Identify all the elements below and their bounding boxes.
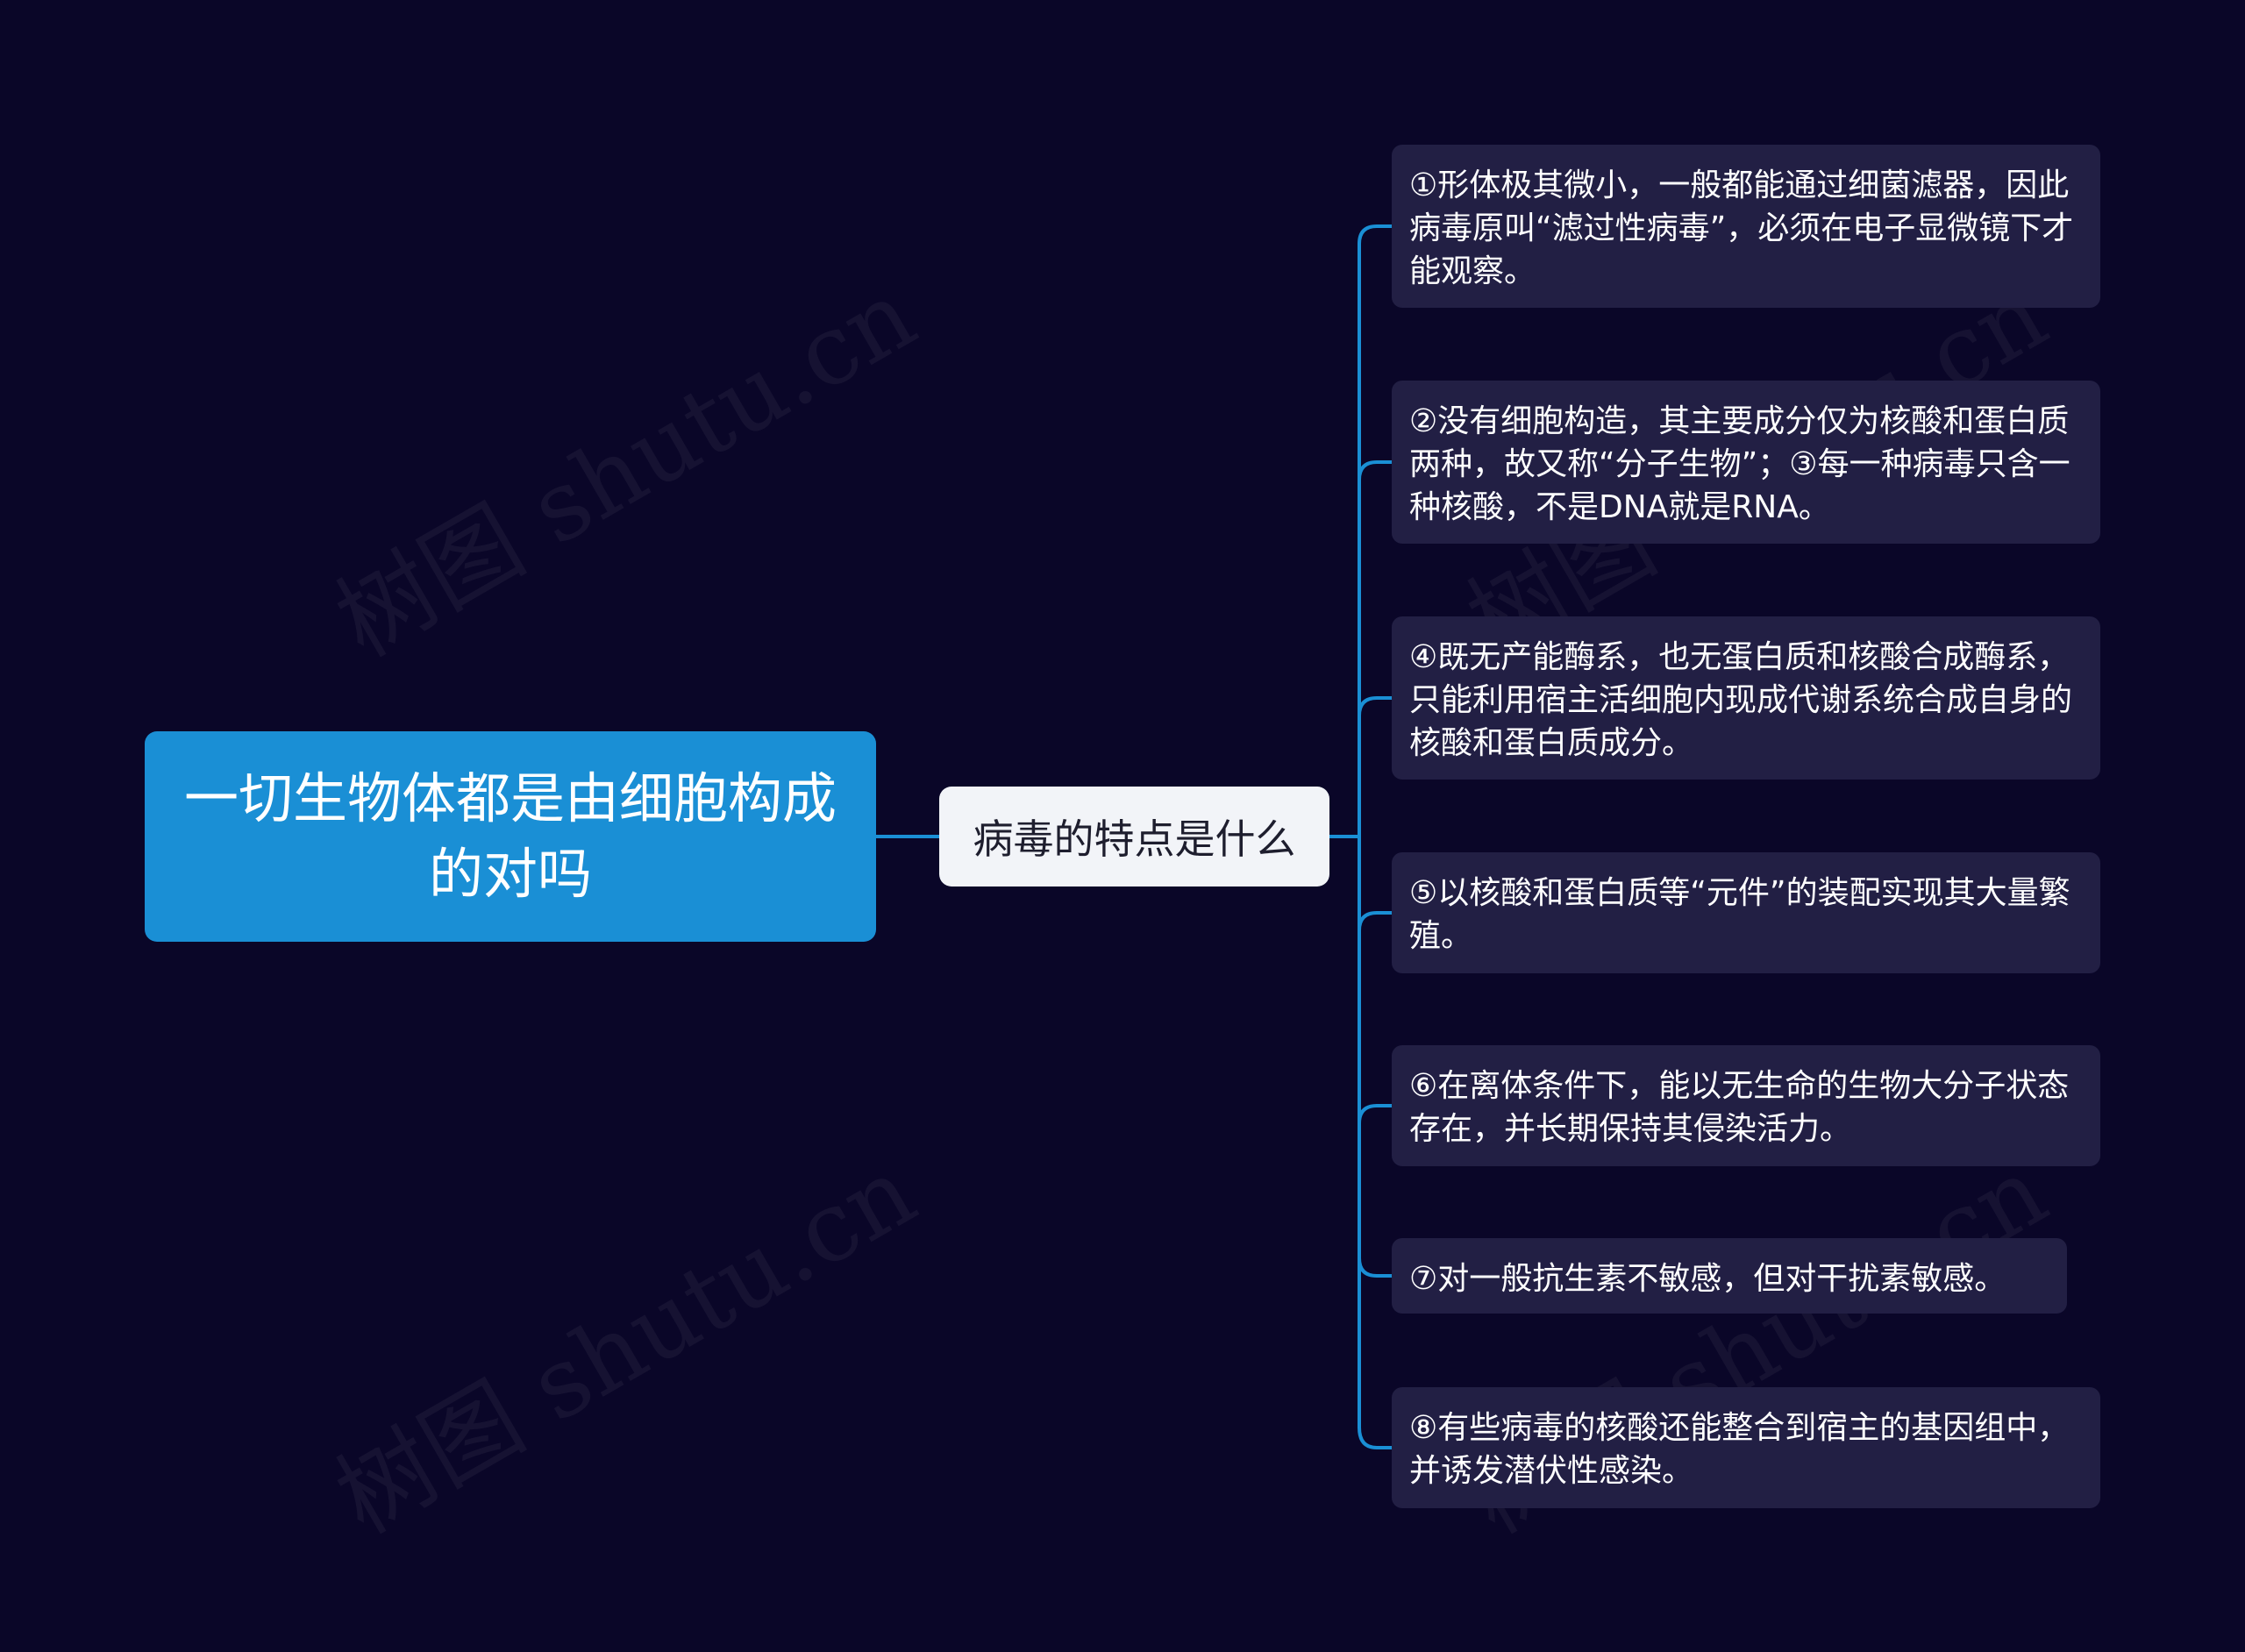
root-node-label: 一切生物体都是由细胞构成的对吗: [183, 766, 837, 906]
leaf-3-connector: [1358, 696, 1393, 717]
leaf-2-connector: [1358, 460, 1393, 481]
leaf-4-connector: [1358, 911, 1393, 932]
leaf-node-7[interactable]: ⑧有些病毒的核酸还能整合到宿主的基因组中，并诱发潜伏性感染。: [1392, 1387, 2100, 1508]
topic-node[interactable]: 病毒的特点是什么: [939, 787, 1329, 887]
leaf-node-label: ⑦对一般抗生素不敏感，但对干扰素敏感。: [1409, 1261, 2006, 1297]
leaf-node-2[interactable]: ②没有细胞构造，其主要成分仅为核酸和蛋白质两种，故又称“分子生物”；③每一种病毒…: [1392, 381, 2100, 544]
topic-node-label: 病毒的特点是什么: [973, 815, 1296, 863]
leaf-node-5[interactable]: ⑥在离体条件下，能以无生命的生物大分子状态存在，并长期保持其侵染活力。: [1392, 1045, 2100, 1166]
leaf-node-label: ①形体极其微小，一般都能通过细菌滤器，因此病毒原叫“滤过性病毒”，必须在电子显微…: [1409, 167, 2074, 289]
leaf-node-4[interactable]: ⑤以核酸和蛋白质等“元件”的装配实现其大量繁殖。: [1392, 852, 2100, 973]
leaf-5-connector: [1358, 1104, 1393, 1125]
root-node[interactable]: 一切生物体都是由细胞构成的对吗: [145, 731, 876, 942]
leaf-node-label: ⑤以核酸和蛋白质等“元件”的装配实现其大量繁殖。: [1409, 875, 2070, 954]
leaf-7-connector: [1358, 1426, 1393, 1449]
leaf-node-label: ④既无产能酶系，也无蛋白质和核酸合成酶系，只能利用宿主活细胞内现成代谢系统合成自…: [1409, 639, 2073, 761]
leaf-node-3[interactable]: ④既无产能酶系，也无蛋白质和核酸合成酶系，只能利用宿主活细胞内现成代谢系统合成自…: [1392, 616, 2100, 780]
leaf-node-label: ⑥在离体条件下，能以无生命的生物大分子状态存在，并长期保持其侵染活力。: [1409, 1068, 2070, 1147]
leaf-6-connector: [1358, 1257, 1393, 1278]
leaf-node-label: ⑧有些病毒的核酸还能整合到宿主的基因组中，并诱发潜伏性感染。: [1409, 1410, 2070, 1489]
leaf-node-6[interactable]: ⑦对一般抗生素不敏感，但对干扰素敏感。: [1392, 1238, 2067, 1314]
leaf-node-label: ②没有细胞构造，其主要成分仅为核酸和蛋白质两种，故又称“分子生物”；③每一种病毒…: [1409, 403, 2070, 525]
leaf-node-1[interactable]: ①形体极其微小，一般都能通过细菌滤器，因此病毒原叫“滤过性病毒”，必须在电子显微…: [1392, 145, 2100, 308]
leaf-1-connector: [1358, 224, 1393, 246]
